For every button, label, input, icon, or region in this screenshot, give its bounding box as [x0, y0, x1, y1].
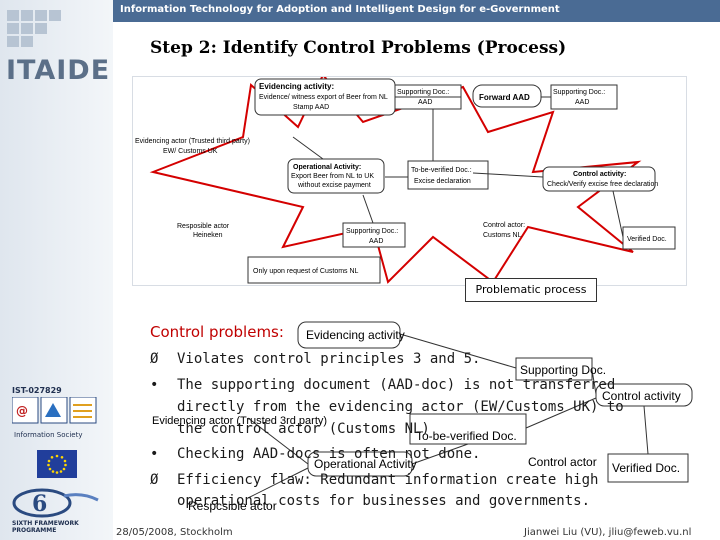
eu-flag-icon — [37, 450, 77, 478]
note-label: Only upon request of Customs NL — [253, 268, 359, 275]
bullet-arrow-icon: Ø — [150, 351, 159, 367]
bottom-diagram-svg: Evidencing activity Supporting Doc. Cont… — [152, 321, 693, 513]
slide-title: Step 2: Identify Control Problems (Proce… — [150, 38, 567, 58]
responsible-actor-value: Heineken — [193, 232, 223, 239]
diagram-connectors — [292, 96, 624, 238]
bullet-arrow-icon: Ø — [150, 472, 159, 488]
problem-bullet-3-text: Checking AAD-docs is often not done. — [177, 446, 481, 462]
forward-aad-label: Forward AAD — [479, 93, 530, 102]
evidencing-actor-value: EW/ Customs UK — [163, 148, 218, 155]
fp6-label-line-1: SIXTH FRAMEWORK — [12, 520, 79, 527]
bd-operational-activity-label: Operational Activity — [314, 457, 417, 471]
operational-activity-line-2: Export Beer from NL to UK — [291, 173, 374, 180]
bd-evidencing-actor-label: Evidencing actor (Trusted 3rd party) — [152, 415, 327, 427]
footer-author: Jianwei Liu (VU), jliu@feweb.vu.nl — [524, 527, 692, 538]
bd-evidencing-activity-box — [297, 321, 401, 349]
control-actor-label: Control actor: — [483, 222, 525, 229]
bd-verified-doc-box — [607, 453, 689, 483]
bd-control-actor-label: Control actor — [528, 455, 597, 469]
problem-bullet-2-line-2: directly from the evidencing actor (EW/C… — [177, 399, 624, 415]
verified-doc-label: Verified Doc. — [627, 236, 667, 243]
bd-evidencing-activity-label: Evidencing activity — [306, 328, 405, 342]
bd-connectors — [247, 333, 649, 499]
information-society-label: Information Society — [14, 431, 83, 439]
bd-verified-doc-label: Verified Doc. — [612, 461, 680, 475]
bd-to-be-verified-label: To-be-verified Doc. — [416, 429, 517, 443]
sidebar: ITAIDE IST-027829 @ Information Society … — [0, 0, 113, 540]
bottom-diagram-area: Evidencing activity Supporting Doc. Cont… — [148, 318, 700, 520]
supporting-doc-2-value: AAD — [575, 99, 589, 106]
svg-text:6: 6 — [32, 491, 47, 517]
operational-activity-label: Operational Activity: — [293, 164, 361, 171]
bd-supporting-doc-box — [515, 357, 593, 381]
footer-date: 28/05/2008, Stockholm — [116, 527, 233, 538]
supporting-doc-box-3 — [342, 222, 406, 248]
to-be-verified-value: Excise declaration — [414, 178, 471, 185]
process-diagram-svg: Evidencing activity: Evidence/ witness e… — [135, 73, 676, 284]
evidencing-activity-line-3: Stamp AAD — [293, 104, 329, 111]
bd-responsible-actor-label: Respcsible actor — [188, 499, 277, 513]
problem-bullet-4-line-2: operational costs for businesses and gov… — [177, 493, 591, 509]
control-problems-title: Control problems: — [150, 323, 284, 341]
operational-activity-box — [287, 158, 385, 194]
header-banner — [113, 0, 720, 22]
fp6-label-line-2: PROGRAMME — [12, 527, 57, 534]
control-activity-box — [542, 166, 656, 192]
control-actor-value: Customs NL — [483, 232, 522, 239]
fp6-label: SIXTH FRAMEWORK PROGRAMME — [12, 520, 79, 534]
verified-doc-box — [622, 226, 676, 250]
evidencing-activity-line-2: Evidence/ witness export of Beer from NL — [259, 94, 388, 101]
evidencing-activity-label: Evidencing activity: — [259, 82, 334, 91]
to-be-verified-label: To-be-verified Doc.: — [411, 167, 472, 174]
bullet-dot-icon: • — [150, 377, 159, 393]
evidencing-actor-label: Evidencing actor (Trusted third party) — [135, 138, 250, 145]
note-box — [247, 256, 381, 284]
supporting-doc-3-value: AAD — [369, 238, 383, 245]
header-banner-text: Information Technology for Adoption and … — [120, 4, 560, 15]
control-activity-value: Check/Verify excise free declaration — [547, 181, 658, 188]
forward-aad-box — [472, 84, 542, 108]
information-society-logo: @ — [12, 397, 97, 424]
project-number: IST-027829 — [12, 386, 62, 395]
supporting-doc-1-value: AAD — [418, 99, 432, 106]
supporting-doc-2-label: Supporting Doc.: — [553, 89, 605, 96]
process-diagram: Evidencing activity: Evidence/ witness e… — [132, 73, 687, 286]
svg-text:@: @ — [16, 404, 28, 418]
problem-bullet-4-line-1: Efficiency flaw: Redundant information c… — [177, 472, 599, 488]
fp6-logo: 6 — [12, 488, 99, 518]
bd-control-activity-label: Control activity — [602, 389, 681, 403]
logo-grid-icon — [7, 10, 67, 48]
responsible-actor-label: Resposible actor — [177, 223, 230, 230]
problem-bullet-2-line-3: the control actor (Customs NL) — [177, 421, 430, 437]
supporting-doc-3-label: Supporting Doc.: — [346, 228, 398, 235]
problematic-process-callout: Problematic process — [465, 278, 597, 302]
operational-activity-line-3: without excise payment — [297, 182, 371, 189]
itaide-logo: ITAIDE — [6, 55, 111, 86]
bullet-dot-icon: • — [150, 446, 159, 462]
problem-bullet-1-text: Violates control principles 3 and 5. — [177, 351, 481, 367]
bd-supporting-doc-label: Supporting Doc. — [520, 363, 606, 377]
supporting-doc-1-label: Supporting Doc.: — [397, 89, 449, 96]
to-be-verified-box — [407, 160, 489, 190]
problem-bullet-2-line-1: The supporting document (AAD-doc) is not… — [177, 377, 616, 393]
control-activity-label: Control activity: — [573, 171, 626, 178]
